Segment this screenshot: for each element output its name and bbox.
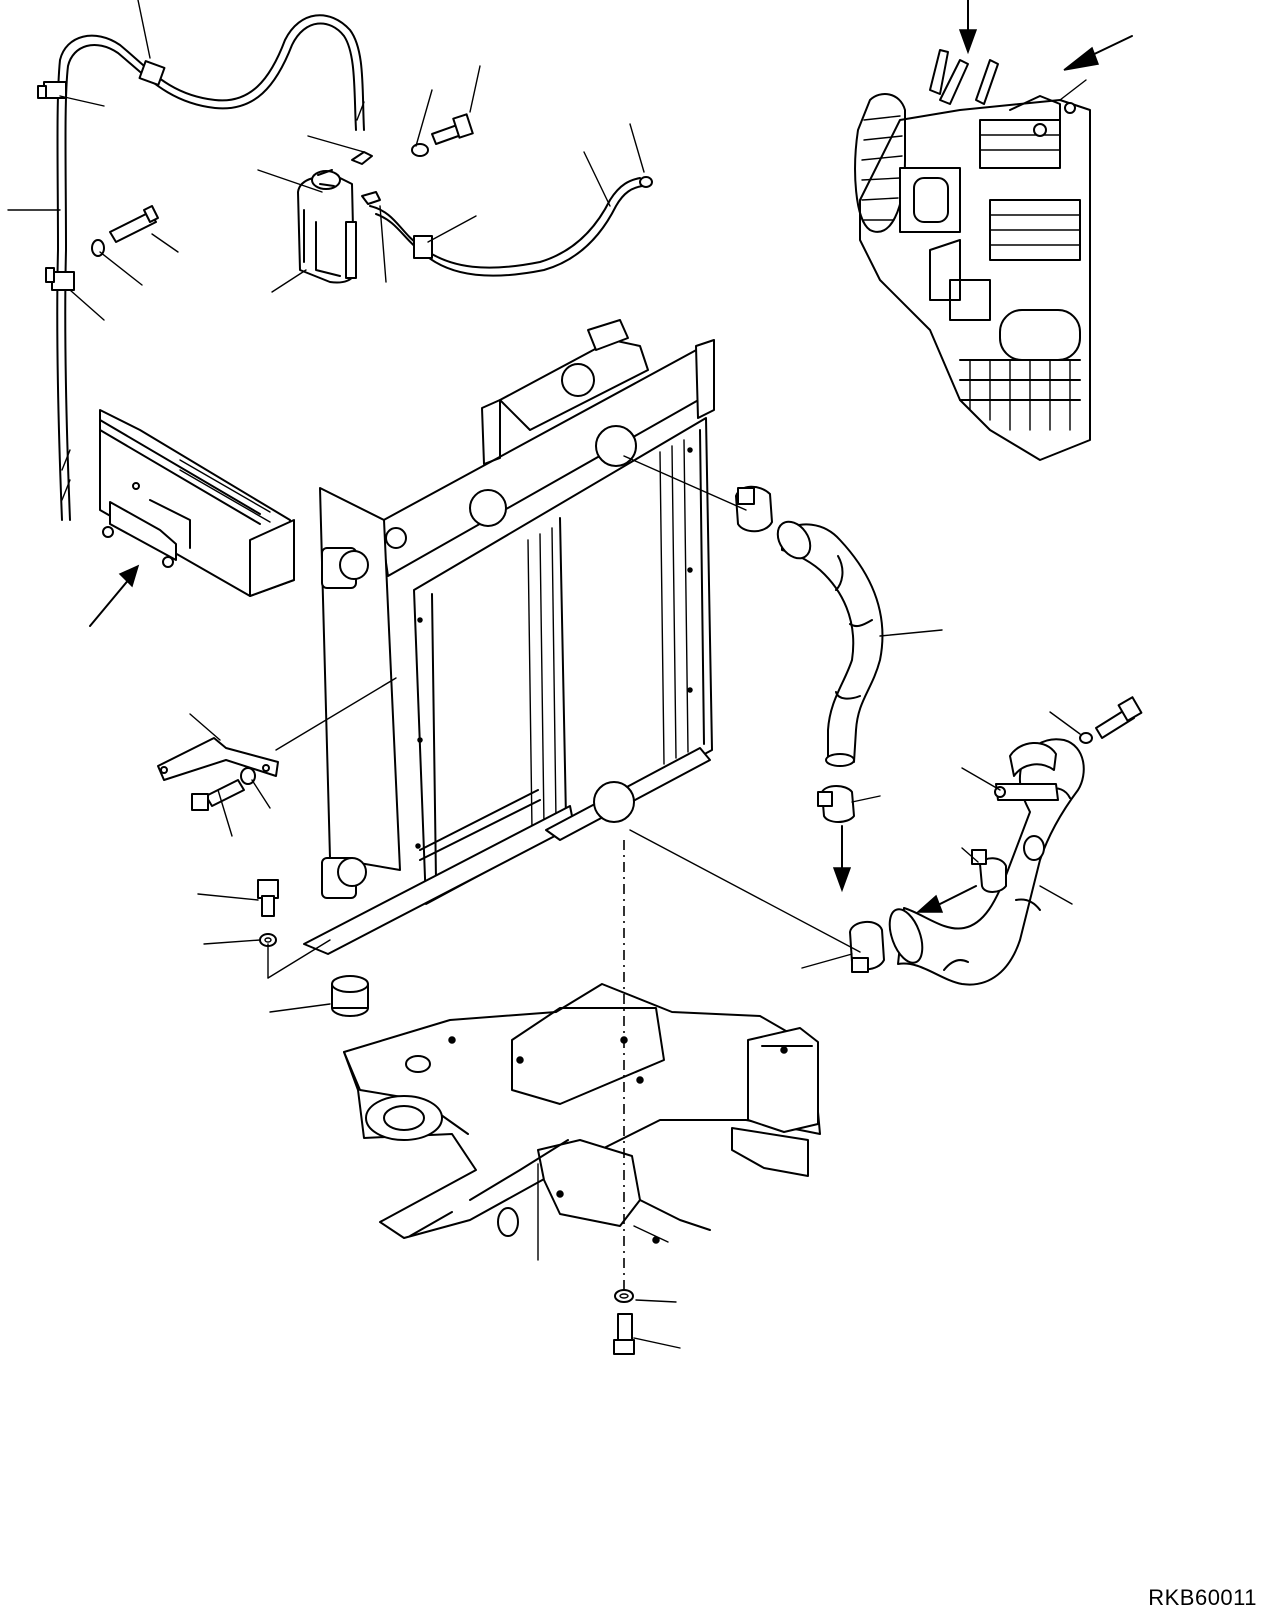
- hose-clamp-lower-2: [971, 849, 1007, 893]
- mount-bolt: [257, 879, 279, 947]
- bolt-hose-bracket: [91, 205, 159, 257]
- vent-hose: [369, 176, 653, 277]
- engine-assembly: [854, 49, 1091, 461]
- arrow-engine-left: [958, 0, 978, 55]
- hose-bracket: [994, 783, 1059, 801]
- reserve-tank: [297, 169, 357, 284]
- leader-upper-hose: [623, 455, 747, 511]
- leader-lines: [7, 0, 1087, 1349]
- upper-radiator-hose: [776, 520, 884, 767]
- rubber-cushion: [331, 975, 369, 1017]
- hose-clamp-lower-1: [849, 921, 885, 973]
- hose-clamp-upper: [37, 81, 67, 99]
- hose-clamp-upper-1: [735, 485, 773, 533]
- radiator-guard: [99, 409, 295, 597]
- hose-clamp-middle: [45, 267, 75, 291]
- hose-clamp-upper-2: [817, 785, 855, 823]
- drawing-code: RKB60011: [1148, 1585, 1257, 1610]
- arrow-engine-right: [1063, 35, 1133, 71]
- arrow-hose-down: [832, 825, 852, 893]
- tank-fittings: [351, 113, 474, 205]
- bolt-hose-lower: [1079, 696, 1143, 744]
- revolving-frame: [343, 983, 821, 1244]
- arrow-guard: [89, 564, 140, 627]
- arrow-hose-lower: [916, 885, 977, 913]
- side-bracket: [157, 677, 397, 781]
- leader-lower-hose: [629, 829, 861, 953]
- frame-mount-bolt: [613, 1289, 635, 1355]
- radiator-assembly: [303, 319, 715, 955]
- hose-clamp-top: [138, 60, 166, 86]
- bolt-bracket: [191, 767, 256, 811]
